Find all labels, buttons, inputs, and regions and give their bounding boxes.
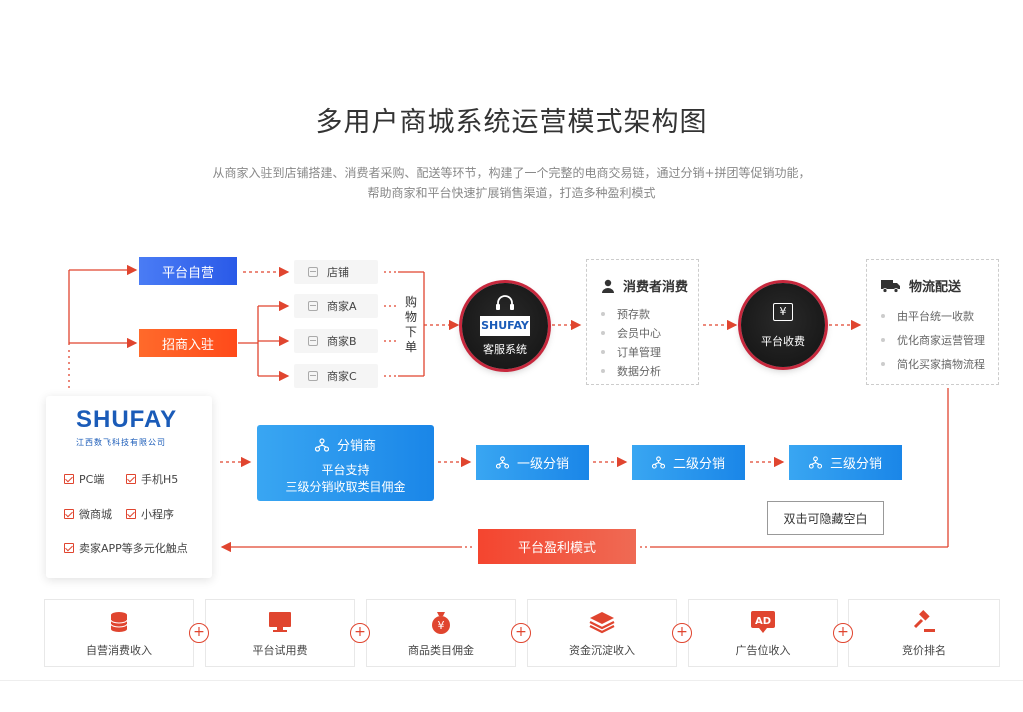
merchant-a-item[interactable]: 商家A xyxy=(294,294,378,318)
merchant-b-item[interactable]: 商家B xyxy=(294,329,378,353)
feature-seller-app: 卖家APP等多元化触点 xyxy=(64,540,188,556)
distributor-panel[interactable]: 分销商 平台支持 三级分销收取类目佣金 xyxy=(257,425,434,501)
check-icon xyxy=(126,509,136,519)
page-title: 多用户商城系统运营模式架构图 xyxy=(315,107,708,138)
bottom-divider xyxy=(0,680,1023,681)
store-icon xyxy=(308,267,318,277)
svg-text:¥: ¥ xyxy=(438,619,445,632)
hide-blank-tooltip[interactable]: 双击可隐藏空白 xyxy=(767,501,884,535)
list-item: 订单管理 xyxy=(601,344,661,360)
svg-text:AD: AD xyxy=(755,616,771,627)
plus-icon: + xyxy=(511,623,531,643)
distributor-desc-2: 三级分销收取类目佣金 xyxy=(285,480,406,494)
list-item: 由平台统一收款 xyxy=(881,308,974,324)
list-item: 优化商家运营管理 xyxy=(881,332,985,348)
revenue-self-operated[interactable]: 自营消费收入 xyxy=(44,599,194,667)
list-item: 预存款 xyxy=(601,306,650,322)
plus-icon: + xyxy=(833,623,853,643)
store-icon xyxy=(308,336,318,346)
level-3-distribution[interactable]: 三级分销 xyxy=(789,445,902,480)
shop-item[interactable]: 店铺 xyxy=(294,260,378,284)
network-icon xyxy=(314,437,329,452)
ad-icon: AD xyxy=(751,611,775,633)
store-icon xyxy=(308,301,318,311)
platform-fee-node[interactable]: ¥ 平台收费 xyxy=(741,283,825,367)
check-icon xyxy=(64,509,74,519)
list-item: 数据分析 xyxy=(601,363,661,379)
brand-card: SHUFAY 江西数飞科技有限公司 PC端 手机H5 微商城 小程序 卖家APP… xyxy=(46,396,212,578)
gavel-icon xyxy=(913,610,935,632)
revenue-ad-slot[interactable]: AD 广告位收入 xyxy=(688,599,838,667)
network-icon xyxy=(808,456,822,469)
plus-icon: + xyxy=(350,623,370,643)
plus-icon: + xyxy=(672,623,692,643)
distributor-desc-1: 平台支持 xyxy=(321,463,370,477)
feature-pc: PC端 xyxy=(64,471,104,487)
self-operated-button[interactable]: 平台自营 xyxy=(139,257,237,285)
subtitle-line-2: 帮助商家和平台快速扩展销售渠道，打造多种盈利模式 xyxy=(367,186,656,200)
company-name: 江西数飞科技有限公司 xyxy=(76,438,166,447)
order-label: 购物下单 xyxy=(404,295,417,354)
revenue-trial-fee[interactable]: 平台试用费 xyxy=(205,599,355,667)
merchant-c-item[interactable]: 商家C xyxy=(294,364,378,388)
list-item: 简化买家搞物流程 xyxy=(881,356,985,372)
headset-icon xyxy=(496,295,514,310)
check-icon xyxy=(126,474,136,484)
customer-service-label: 客服系统 xyxy=(483,343,527,356)
monitor-icon xyxy=(269,612,291,632)
store-icon xyxy=(308,371,318,381)
check-icon xyxy=(64,543,74,553)
distributor-title: 分销商 xyxy=(336,439,376,454)
revenue-bid-ranking[interactable]: 竞价排名 xyxy=(848,599,1000,667)
service-logo: SHUFAY xyxy=(480,316,530,336)
level-2-distribution[interactable]: 二级分销 xyxy=(632,445,745,480)
logistics-panel: 物流配送 由平台统一收款 优化商家运营管理 简化买家搞物流程 xyxy=(866,259,999,385)
feature-mini-program: 小程序 xyxy=(126,506,174,522)
feature-wechat-mall: 微商城 xyxy=(64,506,112,522)
consumer-panel: 消费者消费 预存款 会员中心 订单管理 数据分析 xyxy=(586,259,699,385)
merchant-join-button[interactable]: 招商入驻 xyxy=(139,329,237,357)
customer-service-node[interactable]: SHUFAY 客服系统 xyxy=(462,283,548,369)
network-icon xyxy=(651,456,665,469)
coins-icon xyxy=(110,612,128,632)
subtitle-line-1: 从商家入驻到店铺搭建、消费者采购、配送等环节，构建了一个完整的电商交易链，通过分… xyxy=(212,166,811,180)
logistics-title: 物流配送 xyxy=(909,280,962,295)
feature-h5: 手机H5 xyxy=(126,471,178,487)
consumer-title: 消费者消费 xyxy=(623,280,689,295)
list-item: 会员中心 xyxy=(601,325,661,341)
brand-logo: SHUFAY xyxy=(76,406,178,433)
revenue-fund-deposit[interactable]: 资金沉淀收入 xyxy=(527,599,677,667)
money-bag-icon: ¥ xyxy=(432,612,450,634)
level-1-distribution[interactable]: 一级分销 xyxy=(476,445,589,480)
revenue-category-commission[interactable]: ¥ 商品类目佣金 xyxy=(366,599,516,667)
money-icon: ¥ xyxy=(773,303,793,321)
user-icon xyxy=(602,279,614,293)
truck-icon xyxy=(881,279,900,293)
layers-icon xyxy=(589,612,615,634)
profit-model-button[interactable]: 平台盈利模式 xyxy=(478,529,636,564)
network-icon xyxy=(495,456,509,469)
check-icon xyxy=(64,474,74,484)
platform-fee-label: 平台收费 xyxy=(761,335,805,348)
plus-icon: + xyxy=(189,623,209,643)
